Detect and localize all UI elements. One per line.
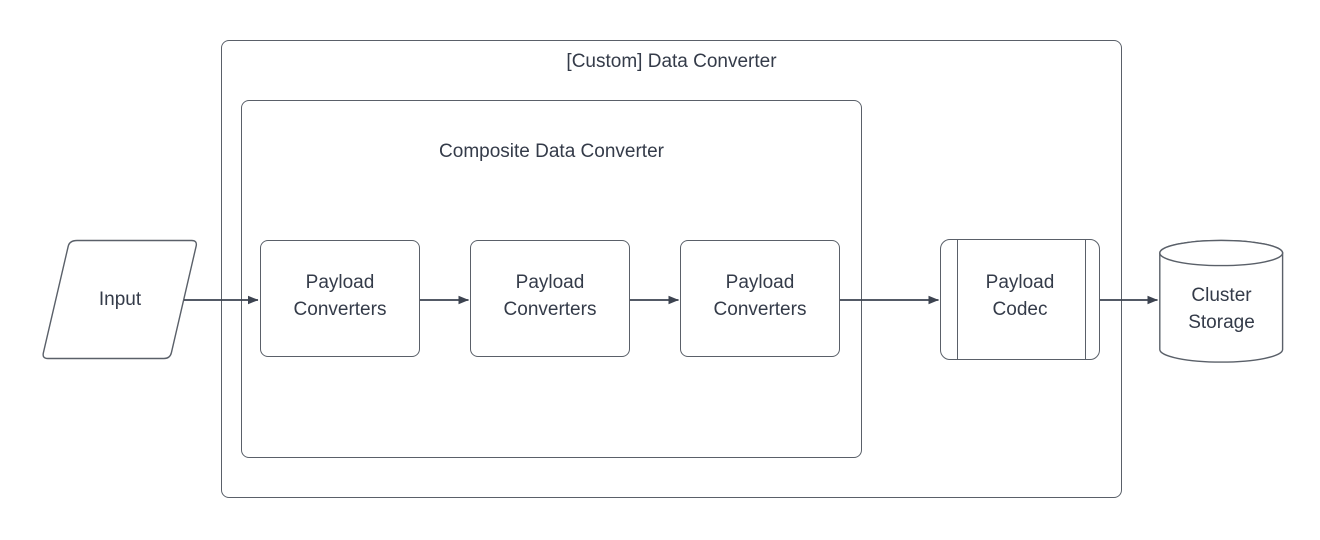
payload-codec-line1: Payload (985, 272, 1055, 293)
custom-data-converter-container (221, 40, 1122, 498)
cluster-storage-line1: Cluster (1191, 285, 1252, 306)
payload-converters-node-2: Payload Converters (470, 240, 630, 357)
payload-converters-node-3: Payload Converters (680, 240, 840, 357)
cluster-storage-line2: Storage (1188, 312, 1255, 333)
payload-codec-line2: Codec (992, 299, 1048, 320)
payload-converters-3-line1: Payload (725, 272, 795, 293)
input-parallelogram-shape (42, 239, 198, 360)
payload-converters-1-line2: Converters (293, 299, 387, 320)
codec-left-bar (957, 240, 958, 359)
payload-converters-3-line2: Converters (713, 299, 807, 320)
payload-converters-2-line1: Payload (515, 272, 585, 293)
cluster-storage-cylinder-shape (1159, 239, 1284, 363)
payload-codec-node: Payload Codec (940, 239, 1100, 360)
composite-data-converter-container (241, 100, 862, 458)
codec-right-bar (1085, 240, 1086, 359)
custom-data-converter-label: [Custom] Data Converter (566, 51, 777, 72)
input-label: Input (98, 289, 142, 310)
payload-converters-2-line2: Converters (503, 299, 597, 320)
composite-data-converter-label: Composite Data Converter (439, 141, 664, 162)
payload-converters-node-1: Payload Converters (260, 240, 420, 357)
payload-converters-1-line1: Payload (305, 272, 375, 293)
